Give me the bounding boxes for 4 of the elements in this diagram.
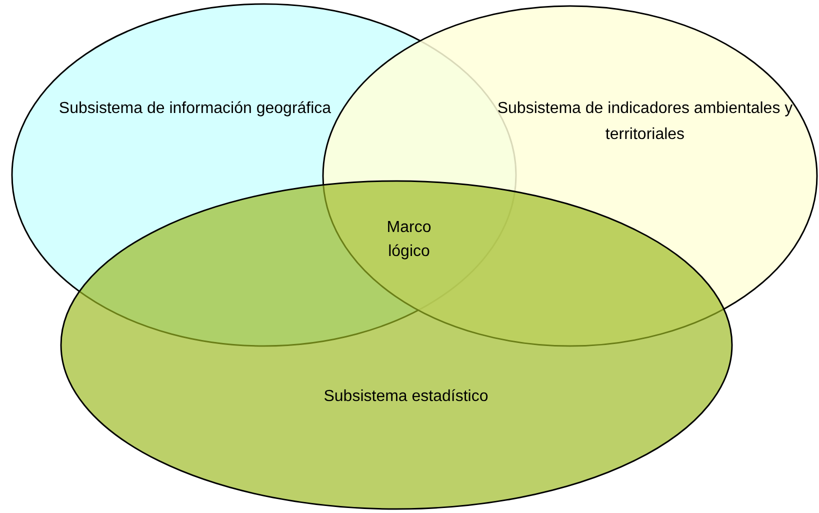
- intersection-label: Marco lógico: [386, 218, 432, 262]
- set-label: Subsistema de información geográfica: [58, 99, 332, 119]
- set-label: Subsistema de indicadores ambientales y territoriales: [496, 99, 794, 145]
- set-label: Subsistema estadístico: [322, 387, 490, 407]
